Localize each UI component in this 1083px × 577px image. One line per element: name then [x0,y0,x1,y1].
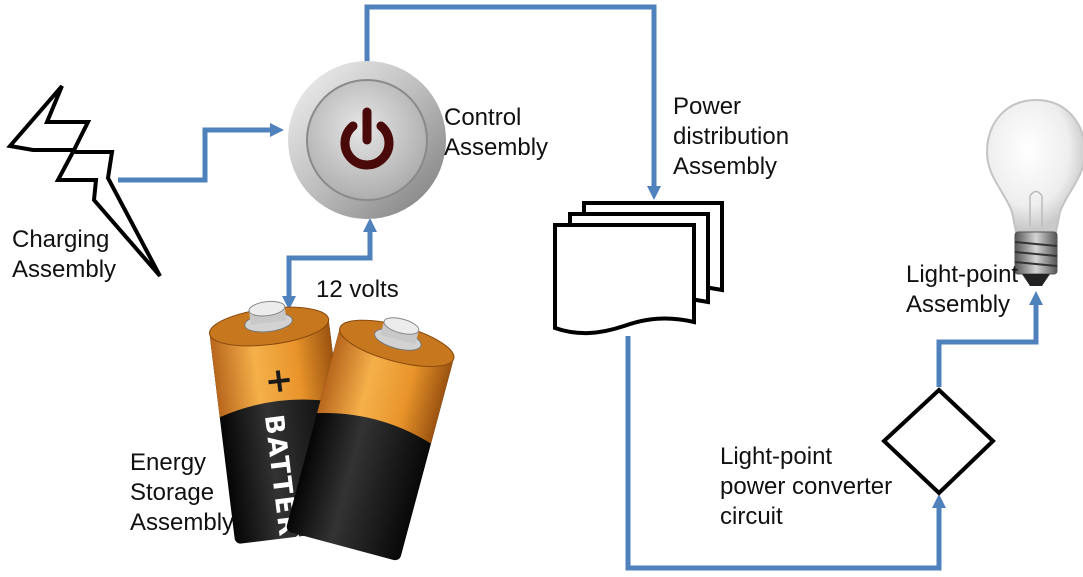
battery-icon: + BATTERY [208,300,455,561]
decision-diamond-icon [881,387,996,496]
connector-distribution-to-converter [625,336,942,571]
lightning-bolt-icon [6,84,162,278]
arrowhead-control-in [270,123,284,137]
light-bulb-icon [985,98,1083,286]
voltage-label: 12 volts [316,276,399,303]
arrowhead-control-up [363,218,377,232]
arrowhead-distribution-in [647,186,661,200]
connector-control-to-distribution [364,4,657,186]
arrowhead-converter-in [932,494,946,508]
power-distribution-assembly-label: Power distribution Assembly [673,93,790,180]
power-button-icon[interactable] [288,61,446,219]
multi-document-icon [553,201,724,336]
arrowhead-storage-down [282,296,296,310]
battery-plus-sign: + [262,359,295,402]
connector-storage-control [286,232,373,296]
light-point-converter-label: Light-point power converter circuit [720,443,893,530]
charging-assembly-label: Charging Assembly [12,226,117,283]
light-point-assembly-label: Light-point Assembly [906,261,1019,318]
connector-converter-to-lightpoint [936,305,1039,387]
energy-storage-assembly-label: Energy Storage Assembly [130,449,235,536]
connector-charging-to-control [118,127,270,183]
arrowhead-lightpoint-in [1029,291,1043,305]
control-assembly-label: Control Assembly [444,104,549,161]
